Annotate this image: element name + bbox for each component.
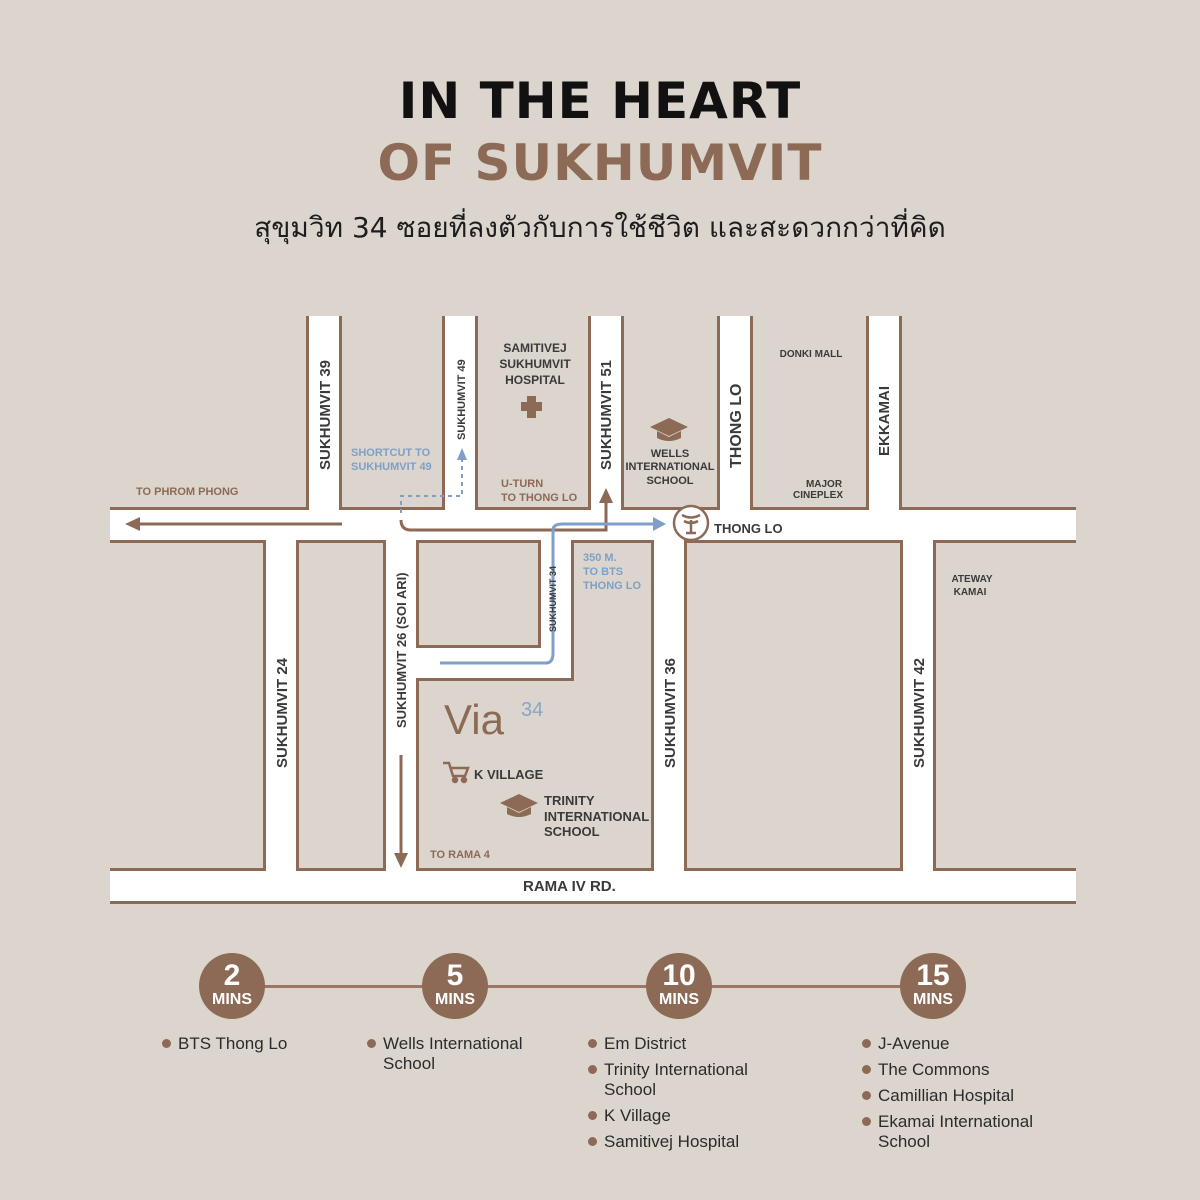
place-k-village: K VILLAGE (474, 767, 544, 782)
road-label-sukhumvit-34: SUKHUMVIT 34 (548, 566, 558, 632)
hospital-cross-icon (521, 396, 542, 418)
bullet-dot (862, 1039, 871, 1048)
via-logo-number: 34 (521, 699, 543, 721)
place-gateway-line1: ATEWAY (951, 574, 992, 585)
time-badge-5: 5 MINS (422, 953, 488, 1019)
list-item: J-Avenue (862, 1034, 1062, 1054)
badge-minutes: 15 (916, 959, 950, 992)
note-uturn-line1: U-TURN (501, 478, 543, 490)
list-item-label: Samitivej Hospital (604, 1132, 740, 1151)
bullet-dot (588, 1137, 597, 1146)
place-major-line1: MAJOR (806, 479, 843, 490)
list-item-label: BTS Thong Lo (178, 1034, 288, 1053)
bullet-dot (367, 1039, 376, 1048)
timeline-line (232, 985, 932, 988)
place-major-line2: CINEPLEX (793, 490, 843, 501)
note-uturn-line2: TO THONG LO (501, 492, 578, 504)
road-label-ekkamai: EKKAMAI (876, 386, 893, 456)
shopping-cart-icon (443, 761, 470, 784)
list-item: BTS Thong Lo (162, 1034, 342, 1054)
bullet-dot (588, 1065, 597, 1074)
place-wells-line1: WELLS (651, 448, 690, 460)
places-list-15min: J-Avenue The Commons Camillian Hospital … (862, 1034, 1062, 1158)
badge-minutes: 10 (662, 959, 696, 992)
bullet-dot (862, 1091, 871, 1100)
road-label-sukhumvit-24: SUKHUMVIT 24 (274, 657, 291, 768)
place-gateway-line2: KAMAI (954, 587, 987, 598)
list-item-label: The Commons (878, 1060, 990, 1079)
road-label-sukhumvit-51: SUKHUMVIT 51 (598, 360, 615, 470)
list-item-label: Trinity International School (604, 1060, 748, 1099)
list-item: Em District (588, 1034, 788, 1054)
page-subtitle: สุขุมวิท 34 ซอยที่ลงตัวกับการใช้ชีวิต แล… (254, 211, 946, 244)
note-bts-line2: TO BTS (583, 566, 623, 578)
list-item: Wells International School (367, 1034, 547, 1074)
place-trinity-line2: INTERNATIONAL (544, 809, 649, 824)
badge-unit: MINS (212, 991, 252, 1008)
graduation-cap-icon (650, 418, 688, 441)
road-label-sukhumvit-26: SUKHUMVIT 26 (SOI ARI) (394, 572, 409, 728)
road-label-thong-lo: THONG LO (728, 384, 745, 468)
place-donki-mall: DONKI MALL (780, 349, 843, 360)
page-title-line2: OF SUKHUMVIT (377, 134, 823, 192)
list-item: Ekamai International School (862, 1112, 1062, 1152)
place-trinity-line3: SCHOOL (544, 824, 600, 839)
time-badge-2: 2 MINS (199, 953, 265, 1019)
road-label-rama-iv: RAMA IV RD. (523, 878, 616, 895)
list-item: Trinity International School (588, 1060, 788, 1100)
place-wells-line3: SCHOOL (646, 475, 693, 487)
place-trinity-line1: TRINITY (544, 793, 595, 808)
place-samitivej-line1: SAMITIVEJ (503, 341, 566, 355)
route-arrows (125, 448, 666, 868)
list-item: K Village (588, 1106, 788, 1126)
graduation-cap-icon (500, 794, 538, 817)
badge-minutes: 2 (223, 959, 241, 992)
list-item-label: Wells International School (383, 1034, 523, 1073)
time-badge-15: 15 MINS (900, 953, 966, 1019)
badge-minutes: 5 (446, 959, 464, 992)
list-item-label: K Village (604, 1106, 671, 1125)
note-shortcut-line1: SHORTCUT TO (351, 447, 431, 459)
note-to-rama-4: TO RAMA 4 (430, 849, 491, 861)
place-samitivej-line3: HOSPITAL (505, 373, 565, 387)
bullet-dot (862, 1117, 871, 1126)
badge-unit: MINS (435, 991, 475, 1008)
place-wells-line2: INTERNATIONAL (625, 461, 714, 473)
bullet-dot (862, 1065, 871, 1074)
note-to-phrom-phong: TO PHROM PHONG (136, 486, 238, 498)
list-item: Samitivej Hospital (588, 1132, 788, 1152)
bullet-dot (162, 1039, 171, 1048)
road-label-sukhumvit-42: SUKHUMVIT 42 (911, 658, 928, 768)
road-label-sukhumvit-39: SUKHUMVIT 39 (317, 360, 334, 470)
note-bts-line1: 350 M. (583, 552, 617, 564)
road-label-sukhumvit-36: SUKHUMVIT 36 (662, 658, 679, 768)
page-title-line1: IN THE HEART (398, 72, 802, 130)
list-item-label: J-Avenue (878, 1034, 950, 1053)
badge-unit: MINS (913, 991, 953, 1008)
road-label-sukhumvit-49: SUKHUMVIT 49 (456, 359, 468, 440)
time-badge-10: 10 MINS (646, 953, 712, 1019)
bts-station-icon (672, 504, 710, 542)
note-shortcut-line2: SUKHUMVIT 49 (351, 461, 432, 473)
list-item: Camillian Hospital (862, 1086, 1062, 1106)
bullet-dot (588, 1039, 597, 1048)
via-logo: Via (444, 696, 505, 743)
list-item-label: Ekamai International School (878, 1112, 1033, 1151)
note-bts-line3: THONG LO (583, 580, 641, 592)
place-samitivej-line2: SUKHUMVIT (499, 357, 571, 371)
places-list-2min: BTS Thong Lo (162, 1034, 342, 1060)
places-list-5min: Wells International School (367, 1034, 547, 1080)
places-list-10min: Em District Trinity International School… (588, 1034, 788, 1158)
place-thong-lo-bts: THONG LO (714, 521, 783, 536)
list-item: The Commons (862, 1060, 1062, 1080)
list-item-label: Camillian Hospital (878, 1086, 1015, 1105)
bullet-dot (588, 1111, 597, 1120)
badge-unit: MINS (659, 991, 699, 1008)
list-item-label: Em District (604, 1034, 687, 1053)
